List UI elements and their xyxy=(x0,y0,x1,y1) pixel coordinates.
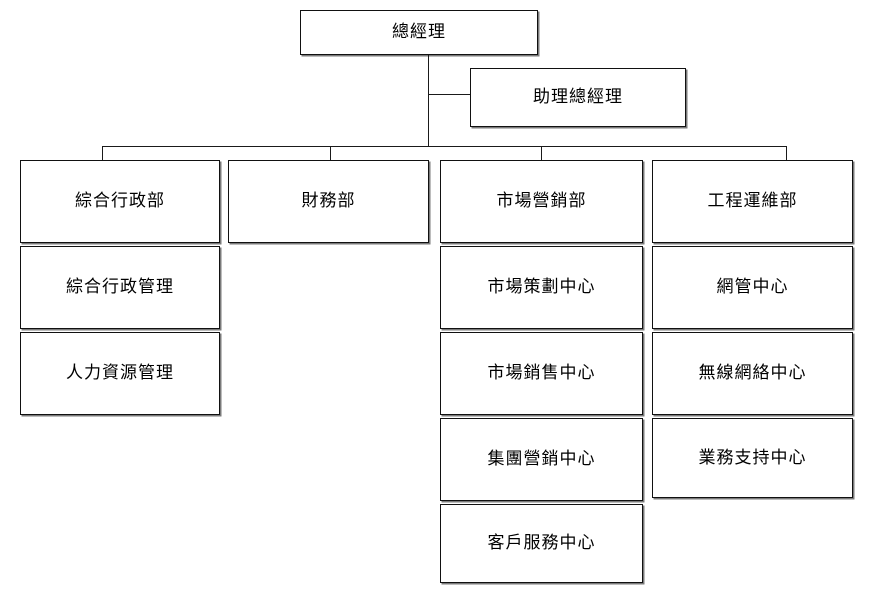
connector-drop-admin xyxy=(102,146,103,160)
node-dept-engineering[interactable]: 工程運維部 xyxy=(652,160,853,243)
node-dept-finance[interactable]: 財務部 xyxy=(228,160,429,243)
connector-drop-finance xyxy=(330,146,331,160)
node-engineering-child-2[interactable]: 業務支持中心 xyxy=(652,418,853,498)
node-general-manager-label: 總經理 xyxy=(392,22,446,42)
node-assistant-general-manager-label: 助理總經理 xyxy=(533,87,623,107)
node-marketing-child-2-label: 集團營銷中心 xyxy=(487,449,596,469)
connector-drop-engineering xyxy=(786,146,787,160)
node-admin-child-0-label: 綜合行政管理 xyxy=(66,277,174,297)
node-admin-child-0[interactable]: 綜合行政管理 xyxy=(20,246,220,329)
connector-gm-stem-upper xyxy=(428,55,429,94)
connector-gm-stem-lower xyxy=(428,94,429,146)
connector-assistant-stub xyxy=(428,94,470,95)
node-dept-engineering-label: 工程運維部 xyxy=(707,191,798,211)
connector-bus xyxy=(102,146,787,147)
node-admin-child-1-label: 人力資源管理 xyxy=(66,363,174,383)
node-dept-admin[interactable]: 綜合行政部 xyxy=(20,160,220,243)
node-marketing-child-0[interactable]: 市場策劃中心 xyxy=(440,246,643,329)
node-engineering-child-2-label: 業務支持中心 xyxy=(698,447,807,467)
node-engineering-child-0-label: 網管中心 xyxy=(716,277,789,297)
node-engineering-child-1-label: 無線網絡中心 xyxy=(698,363,807,383)
node-marketing-child-0-label: 市場策劃中心 xyxy=(487,277,596,297)
node-dept-admin-label: 綜合行政部 xyxy=(75,191,165,211)
node-engineering-child-1[interactable]: 無線網絡中心 xyxy=(652,332,853,415)
node-assistant-general-manager[interactable]: 助理總經理 xyxy=(470,68,686,127)
node-marketing-child-3-label: 客戶服務中心 xyxy=(487,533,596,553)
node-dept-marketing-label: 市場營銷部 xyxy=(496,191,587,211)
node-marketing-child-3[interactable]: 客戶服務中心 xyxy=(440,504,643,583)
node-marketing-child-2[interactable]: 集團營銷中心 xyxy=(440,418,643,501)
node-general-manager[interactable]: 總經理 xyxy=(300,10,538,55)
node-dept-finance-label: 財務部 xyxy=(301,191,356,211)
node-admin-child-1[interactable]: 人力資源管理 xyxy=(20,332,220,415)
node-dept-marketing[interactable]: 市場營銷部 xyxy=(440,160,643,243)
node-marketing-child-1-label: 市場銷售中心 xyxy=(487,363,596,383)
connector-drop-marketing xyxy=(541,146,542,160)
node-engineering-child-0[interactable]: 網管中心 xyxy=(652,246,853,329)
node-marketing-child-1[interactable]: 市場銷售中心 xyxy=(440,332,643,415)
